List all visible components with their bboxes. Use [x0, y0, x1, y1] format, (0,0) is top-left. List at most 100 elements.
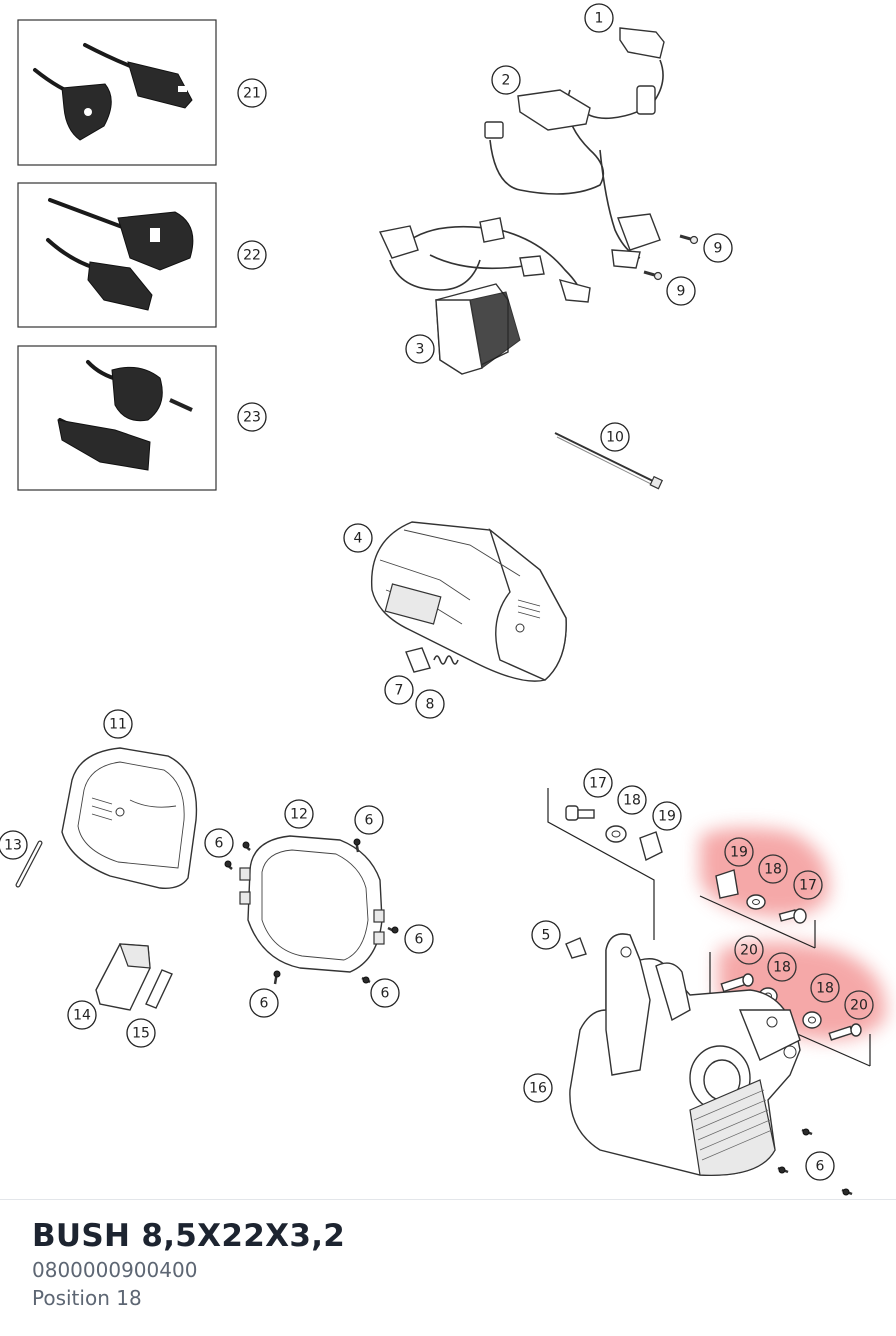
callout-label: 21 — [243, 86, 261, 102]
callout-19[interactable]: 19 — [652, 801, 682, 831]
callout-18[interactable]: 18 — [767, 952, 797, 982]
screw-6c[interactable] — [387, 926, 399, 934]
callout-8[interactable]: 8 — [415, 689, 445, 719]
callout-ring — [531, 920, 561, 950]
light-guide-rod[interactable] — [15, 840, 43, 888]
callout-label: 15 — [132, 1026, 150, 1042]
callout-6[interactable]: 6 — [204, 828, 234, 858]
callout-ring — [584, 3, 614, 33]
callout-22[interactable]: 22 — [237, 240, 267, 270]
callout-15[interactable]: 15 — [126, 1018, 156, 1048]
callout-label: 6 — [381, 986, 390, 1002]
screw-9b[interactable] — [643, 270, 663, 281]
bush-18[interactable] — [605, 825, 627, 843]
cord-box-uk[interactable] — [17, 182, 217, 328]
bush-18-highlighted-a[interactable] — [746, 894, 766, 910]
callout-6[interactable]: 6 — [805, 1151, 835, 1181]
cord-box-au[interactable] — [17, 345, 217, 491]
callout-6[interactable]: 6 — [370, 978, 400, 1008]
callout-ring — [523, 1073, 553, 1103]
callout-ring — [583, 768, 613, 798]
callout-label: 1 — [595, 11, 604, 27]
callout-20[interactable]: 20 — [734, 935, 764, 965]
callout-4[interactable]: 4 — [343, 523, 373, 553]
callout-ring — [758, 854, 788, 884]
cap-5[interactable] — [565, 937, 587, 959]
screw-6a[interactable] — [224, 841, 251, 870]
spring[interactable] — [433, 655, 459, 665]
callout-label: 18 — [816, 981, 834, 997]
callout-ring — [103, 709, 133, 739]
callout-ring — [384, 675, 414, 705]
callout-label: 12 — [290, 807, 308, 823]
callout-5[interactable]: 5 — [531, 920, 561, 950]
callout-18[interactable]: 18 — [617, 785, 647, 815]
callout-14[interactable]: 14 — [67, 1000, 97, 1030]
callout-ring — [491, 65, 521, 95]
button-light-guide[interactable] — [145, 969, 173, 1009]
pin-20a[interactable] — [720, 973, 754, 993]
callout-label: 7 — [395, 683, 404, 699]
callout-17[interactable]: 17 — [793, 870, 823, 900]
callout-label: 20 — [850, 998, 868, 1014]
callout-6[interactable]: 6 — [404, 924, 434, 954]
callout-3[interactable]: 3 — [405, 334, 435, 364]
callout-ring — [793, 870, 823, 900]
callout-18[interactable]: 18 — [810, 973, 840, 1003]
bolt-17[interactable] — [565, 805, 595, 821]
callout-label: 17 — [799, 878, 817, 894]
callout-ring — [249, 988, 279, 1018]
callout-6[interactable]: 6 — [249, 988, 279, 1018]
charger-cover[interactable] — [61, 747, 198, 889]
callout-17[interactable]: 17 — [583, 768, 613, 798]
callout-ring — [0, 830, 28, 860]
callout-ring — [343, 523, 373, 553]
charger-frame[interactable] — [239, 835, 385, 973]
callout-21[interactable]: 21 — [237, 78, 267, 108]
callout-9[interactable]: 9 — [666, 276, 696, 306]
callout-9[interactable]: 9 — [703, 233, 733, 263]
callout-18[interactable]: 18 — [758, 854, 788, 884]
callout-1[interactable]: 1 — [584, 3, 614, 33]
screw-6b[interactable] — [353, 838, 361, 853]
callout-2[interactable]: 2 — [491, 65, 521, 95]
callout-19[interactable]: 19 — [724, 837, 754, 867]
charger-electronics[interactable] — [378, 217, 591, 375]
button-carrier[interactable] — [95, 943, 151, 1011]
callout-ring — [415, 689, 445, 719]
callout-ring — [703, 233, 733, 263]
callout-10[interactable]: 10 — [600, 422, 630, 452]
plug-pin[interactable] — [405, 647, 431, 673]
callout-ring — [805, 1151, 835, 1181]
wiring-harness[interactable] — [484, 27, 665, 269]
callout-label: 18 — [773, 960, 791, 976]
drive-unit-housing[interactable] — [569, 933, 801, 1176]
pin-20b[interactable] — [828, 1023, 862, 1041]
part-position: Position 18 — [32, 1286, 142, 1310]
bush-18-highlighted-c[interactable] — [802, 1011, 822, 1029]
callout-16[interactable]: 16 — [523, 1073, 553, 1103]
callout-ring — [734, 935, 764, 965]
part-title: BUSH 8,5X22X3,2 — [32, 1218, 346, 1254]
screw-6f[interactable] — [777, 1128, 853, 1196]
cord-box-eu[interactable] — [17, 19, 217, 166]
screw-6d[interactable] — [361, 976, 371, 984]
callout-12[interactable]: 12 — [284, 799, 314, 829]
callout-20[interactable]: 20 — [844, 990, 874, 1020]
bolt-17-highlighted[interactable] — [778, 908, 807, 924]
callout-7[interactable]: 7 — [384, 675, 414, 705]
cable-tie[interactable] — [554, 432, 664, 490]
screw-6e[interactable] — [273, 970, 281, 985]
callout-ring — [666, 276, 696, 306]
clip-19[interactable] — [639, 831, 663, 862]
charger-housing[interactable] — [370, 521, 567, 682]
callout-23[interactable]: 23 — [237, 402, 267, 432]
callout-11[interactable]: 11 — [103, 709, 133, 739]
callout-6[interactable]: 6 — [354, 805, 384, 835]
screw-9a[interactable] — [679, 234, 699, 245]
part-info-panel: BUSH 8,5X22X3,2 0800000900400 Position 1… — [0, 1199, 896, 1336]
callout-label: 16 — [529, 1081, 547, 1097]
callout-13[interactable]: 13 — [0, 830, 28, 860]
callout-ring — [600, 422, 630, 452]
clip-19-highlighted[interactable] — [715, 869, 739, 899]
